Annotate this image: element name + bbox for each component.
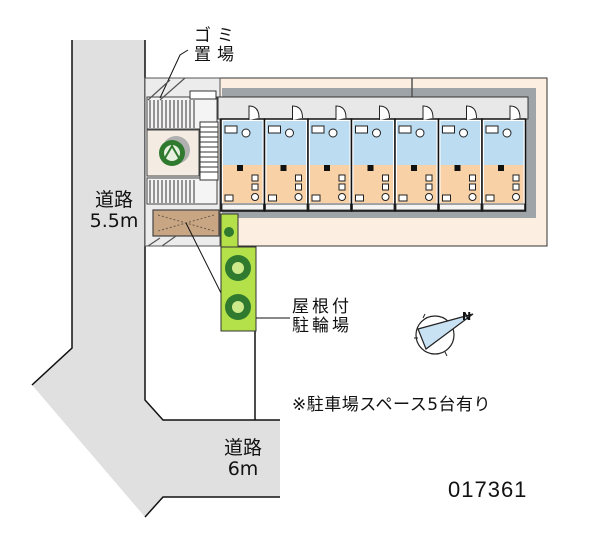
garbage-area-label-line1: ゴミ bbox=[194, 26, 240, 46]
property-id: 017361 bbox=[448, 477, 528, 502]
bike-shed bbox=[152, 209, 233, 316]
building-corridor bbox=[217, 96, 529, 120]
apartment-unit bbox=[394, 105, 440, 212]
road-south-name: 道路 bbox=[223, 437, 262, 459]
apartment-units bbox=[220, 105, 527, 212]
bicycle-parking-label-line1: 屋根付 bbox=[292, 297, 352, 317]
apartment-unit bbox=[481, 105, 527, 212]
garbage-area-label: ゴミ 置場 bbox=[194, 26, 240, 66]
apartment-unit bbox=[350, 105, 396, 212]
apartment-unit bbox=[437, 105, 483, 212]
road-west-name: 道路 bbox=[94, 189, 133, 211]
apartment-unit bbox=[307, 105, 353, 212]
stairs-area bbox=[146, 96, 219, 205]
bicycle-parking-label-line2: 駐輪場 bbox=[292, 316, 352, 337]
road-south-width: 6m bbox=[227, 458, 259, 481]
apartment-unit bbox=[263, 105, 309, 212]
road-west-width: 5.5m bbox=[89, 210, 139, 233]
garbage-area-label-line2: 置場 bbox=[194, 45, 240, 66]
planter-tree bbox=[146, 129, 200, 177]
parking-note: ※駐車場スペース5台有り bbox=[292, 395, 492, 415]
road-south-label: 道路 6m bbox=[210, 437, 276, 481]
compass-icon bbox=[414, 313, 474, 357]
apartment-unit bbox=[220, 105, 266, 212]
garbage-area-box bbox=[189, 90, 217, 100]
road-west-label: 道路 5.5m bbox=[82, 189, 146, 233]
greenery-strip bbox=[220, 213, 257, 332]
compass-north-label: N bbox=[462, 310, 472, 323]
bicycle-parking-label: 屋根付 駐輪場 bbox=[292, 297, 352, 337]
